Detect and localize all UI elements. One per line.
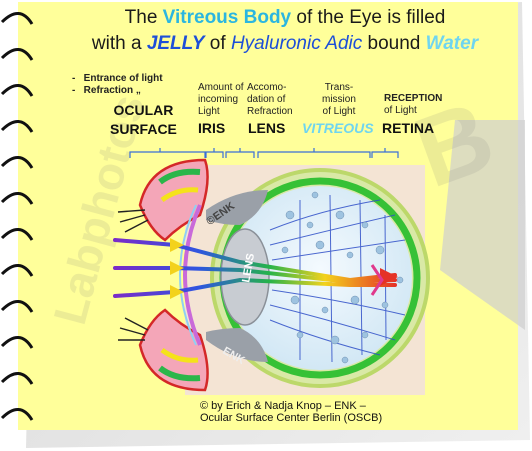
title-text-with: with a: [91, 33, 147, 54]
title-vitreous-body: Vitreous Body: [162, 7, 292, 28]
cornea: [183, 204, 202, 346]
crystalline-lens: [220, 228, 270, 326]
lens-label: LENS: [248, 120, 286, 136]
tear-film: [179, 204, 197, 346]
iris-label: IRIS: [198, 120, 226, 136]
title-text-a: The: [124, 7, 163, 28]
paper-curl-shadow: [440, 120, 525, 330]
light-rays: [113, 238, 397, 298]
title-text-c: of the Eye is filled: [291, 7, 446, 28]
spiral-binding: [0, 12, 34, 421]
title-water: Water: [425, 33, 479, 54]
retina-label: RETINA: [382, 120, 435, 136]
title-text-of: of: [204, 33, 231, 54]
slide-title-line1: The Vitreous Body of the Eye is filled: [40, 6, 530, 29]
ray-arrowheads: [170, 238, 398, 299]
focus-mark: [370, 264, 384, 296]
vitreous-label: VITREOUS: [302, 120, 374, 136]
title-hyaluronic: Hyaluronic Adic: [230, 33, 363, 54]
slide-title-line2: with a JELLY of Hyaluronic Adic bound Wa…: [40, 32, 530, 55]
vitreous-particles: [281, 191, 404, 364]
surface-function-1: - Entrance of light: [72, 73, 163, 84]
surface-function-list: - Entrance of light - Refraction „: [72, 73, 163, 97]
iris-lower: [206, 328, 268, 362]
section-brackets: [129, 148, 399, 158]
copyright: © by Erich & Nadja Knop – ENK – Ocular S…: [200, 400, 383, 424]
iris-upper: [206, 190, 268, 225]
surface-function-2: - Refraction „: [72, 85, 141, 96]
title-jelly: JELLY: [146, 33, 205, 54]
title-text-bound: bound: [362, 33, 426, 54]
